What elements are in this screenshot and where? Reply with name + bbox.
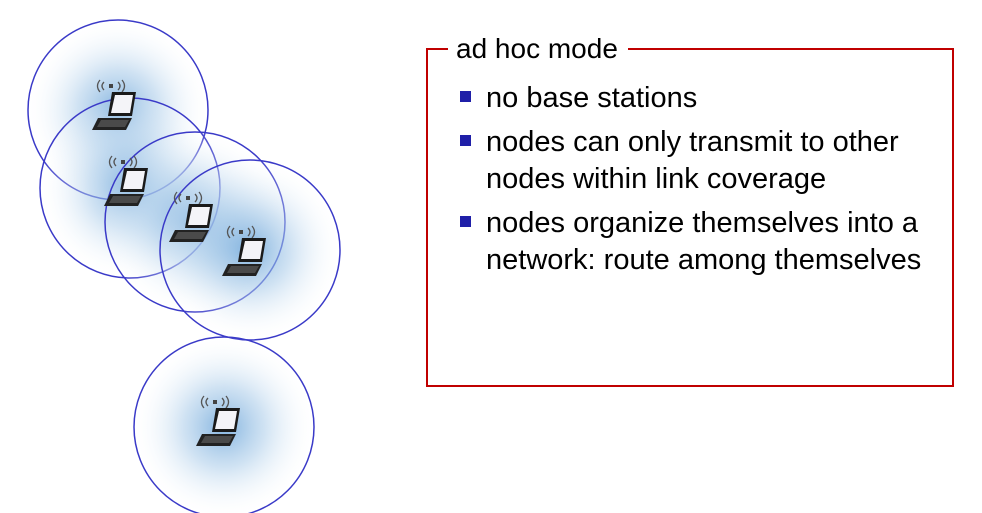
list-item: no base stations [458,80,943,117]
bullet-text: nodes organize themselves into a network… [486,207,922,276]
ad-hoc-mode-panel [426,48,954,387]
square-bullet-icon [460,91,471,102]
bullet-list: no base stations nodes can only transmit… [458,80,943,286]
ad-hoc-network-diagram [27,19,341,513]
bullet-text: no base stations [486,82,698,114]
square-bullet-icon [460,216,471,227]
panel-title: ad hoc mode [448,30,628,68]
bullet-text: nodes can only transmit to other nodes w… [486,126,899,195]
list-item: nodes can only transmit to other nodes w… [458,124,943,198]
square-bullet-icon [460,135,471,146]
list-item: nodes organize themselves into a network… [458,205,943,279]
